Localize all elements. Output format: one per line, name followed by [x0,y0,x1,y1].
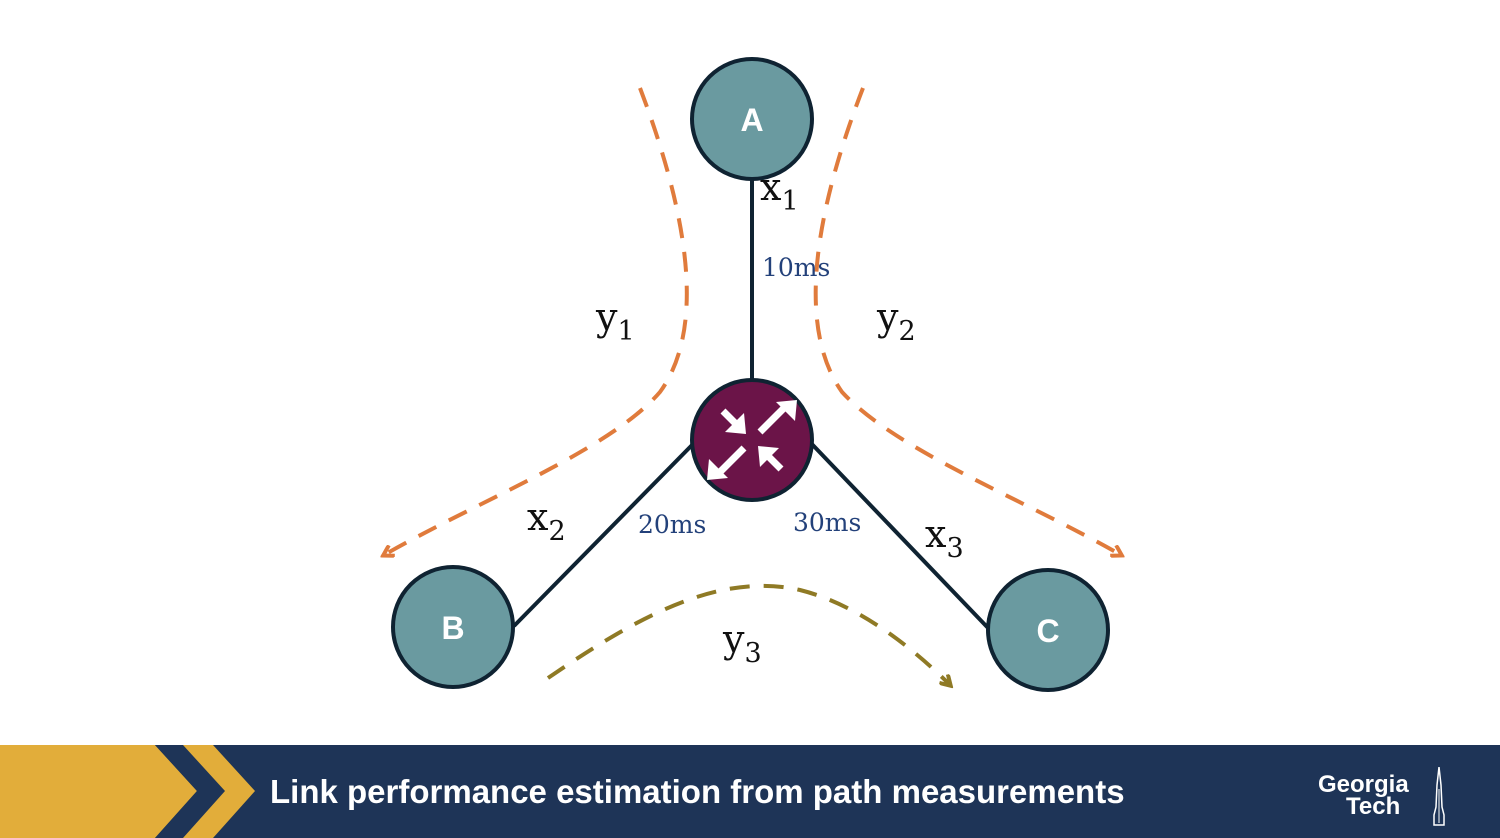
path-y1-label: y1 [595,295,635,347]
path-y2-arrow [813,87,1121,555]
node-a-label: A [740,102,763,138]
node-c-label: C [1036,613,1059,649]
georgia-tech-logo: Georgia Tech [1318,767,1458,829]
link-x2-label: x2 [527,495,566,547]
node-b: B [391,565,515,689]
link-x3-delay: 30ms [793,508,861,537]
logo-text-line2: Tech [1346,793,1401,820]
node-a: A [690,57,814,181]
chevron-decoration [0,745,255,838]
path-y1-arrow [384,87,689,555]
router-icon [707,400,797,480]
link-x3-line [806,438,992,632]
path-y3-label: y3 [722,617,762,669]
path-y3-arrow [546,583,950,685]
link-x2-line [512,438,699,628]
network-diagram: A B C x1 x2 x3 y1 y2 y3 10ms 20ms 30ms [0,57,1500,692]
node-b-label: B [441,610,464,646]
link-x2-delay: 20ms [638,510,706,539]
tower-icon [1433,767,1445,826]
slide-title: Link performance estimation from path me… [270,773,1125,810]
link-x3-label: x3 [925,512,964,564]
logo-text-line1: Georgia [1318,771,1409,798]
path-y2-label: y2 [876,295,916,347]
node-c: C [986,568,1110,692]
link-x1-delay: 10ms [762,253,830,282]
footer-banner: Link performance estimation from path me… [0,745,1500,838]
link-x1-label: x1 [760,165,799,217]
router-node [690,378,814,502]
